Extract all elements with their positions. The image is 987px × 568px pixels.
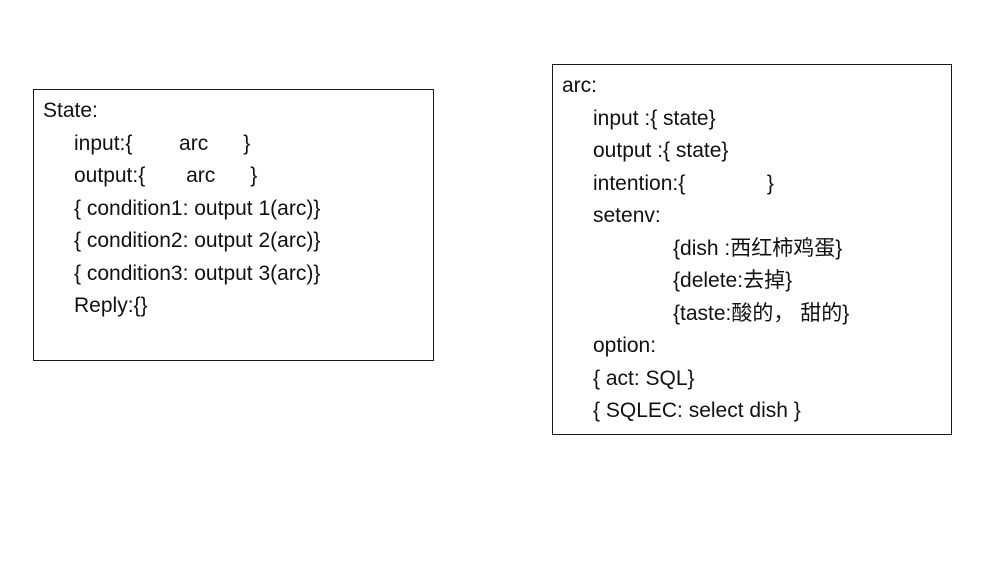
state-box-line-output: output:{ arc } <box>74 164 258 187</box>
arc-box-line-input: input :{ state} <box>593 106 716 130</box>
arc-box-title: arc: <box>562 74 598 97</box>
arc-box-line-setenv: setenv: <box>593 204 661 227</box>
arc-box-line-output: output :{ state} <box>593 139 729 162</box>
state-box-line-condition1: { condition1: output 1(arc)} <box>74 196 321 220</box>
state-box-title: State: <box>43 99 98 122</box>
state-box-line-reply: Reply:{} <box>74 294 148 317</box>
state-box-line-condition3: { condition3: output 3(arc)} <box>74 261 321 285</box>
arc-box-line-sqlec: { SQLEC: select dish } <box>593 399 801 422</box>
arc-box-line-act: { act: SQL} <box>593 366 695 390</box>
arc-box-line-intention: intention:{ } <box>593 171 774 195</box>
state-box: State: input:{ arc } output:{ arc } { co… <box>33 89 434 361</box>
arc-box-line-dish: {dish :西红柿鸡蛋} <box>673 236 843 260</box>
state-box-line-condition2: { condition2: output 2(arc)} <box>74 229 321 252</box>
arc-box-line-delete: {delete:去掉} <box>673 269 793 292</box>
arc-box-line-option: option: <box>593 334 657 357</box>
state-box-line-input: input:{ arc } <box>74 131 251 155</box>
arc-box-line-taste: {taste:酸的， 甜的} <box>673 301 850 325</box>
arc-box: arc: input :{ state} output :{ state} in… <box>552 64 952 435</box>
